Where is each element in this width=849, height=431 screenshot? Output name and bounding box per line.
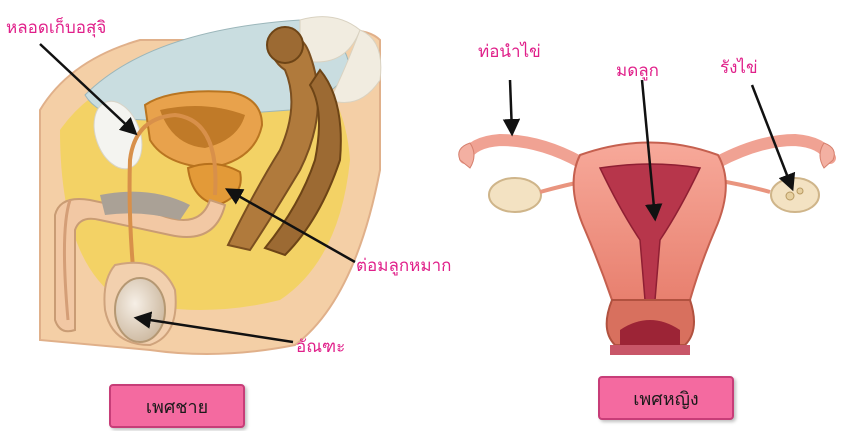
caption-female: เพศหญิง: [598, 376, 734, 420]
arrow-fallopian-tube: [510, 80, 512, 133]
label-prostate: ต่อมลูกหมาก: [356, 256, 451, 276]
label-uterus: มดลูก: [616, 61, 659, 81]
label-testis: อัณฑะ: [296, 337, 345, 357]
caption-female-text: เพศหญิง: [633, 384, 698, 413]
caption-male-text: เพศชาย: [146, 392, 208, 421]
caption-male: เพศชาย: [109, 384, 245, 428]
female-anatomy-drawing: [459, 140, 835, 355]
label-ovary: รังไข่: [720, 58, 758, 78]
male-anatomy-drawing: [40, 17, 381, 354]
label-vas-deferens: หลอดเก็บอสุจิ: [6, 18, 106, 38]
label-fallopian-tube: ท่อนำไข่: [478, 42, 541, 62]
